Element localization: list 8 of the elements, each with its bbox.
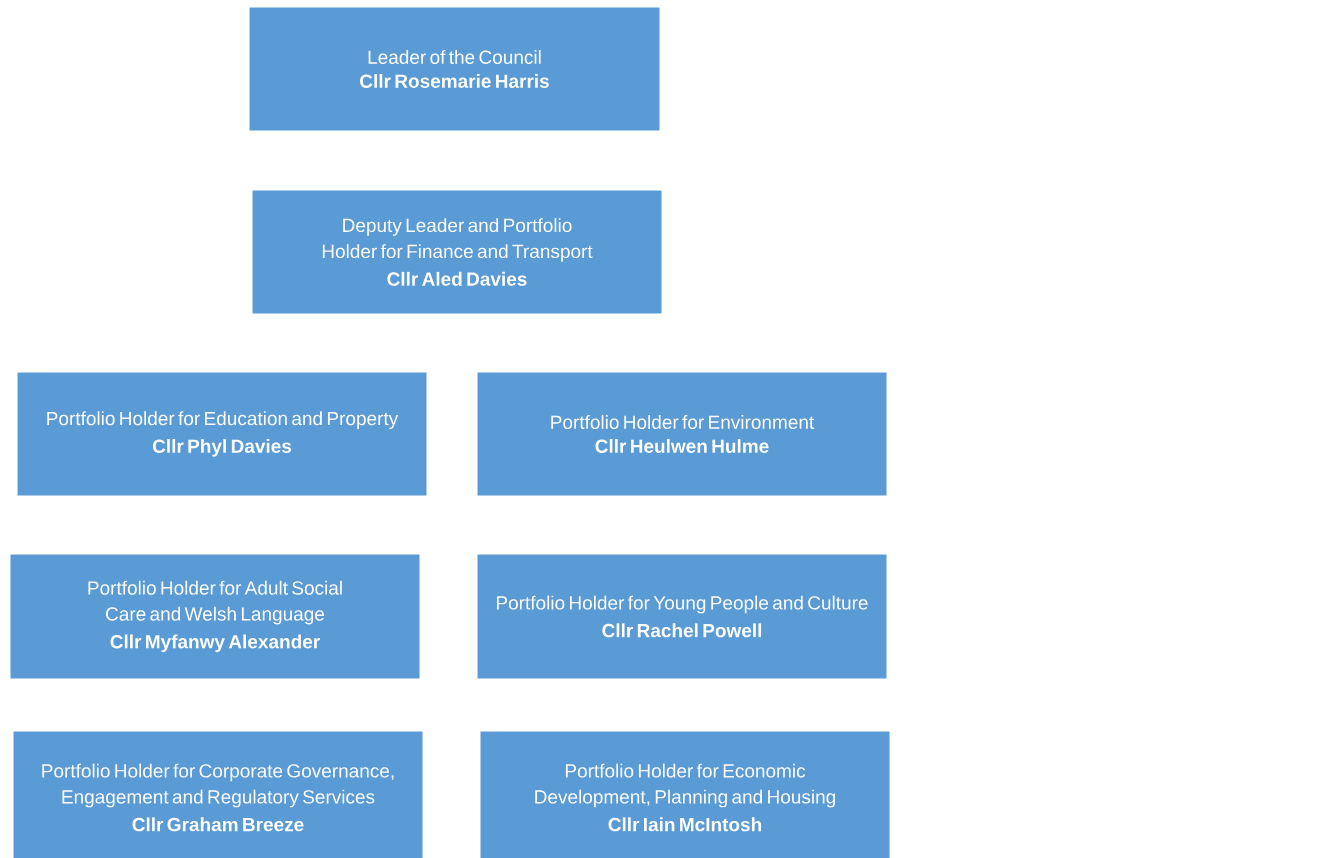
portfolio-box: Portfolio Holder for Young People and Culture Cllr Rachel Powell (476, 553, 888, 680)
portfolio-box: Deputy Leader and Portfolio Holder for Finance and Transport Cllr Aled Davies (251, 189, 663, 315)
portfolio-box: Portfolio Holder for Economic Development, Planning and Housing Cllr Iain McIntosh (479, 730, 891, 858)
portfolio-box: Leader of the Council Cllr Rosemarie Harris (248, 6, 661, 132)
portfolio-box: Portfolio Holder for Adult Social Care and Welsh Language Cllr Myfanwy Alexander (9, 553, 421, 680)
portfolio-box: Portfolio Holder for Education and Property Cllr Phyl Davies (16, 371, 428, 497)
portfolio-box: Portfolio Holder for Environment Cllr Heulwen Hulme (476, 371, 888, 497)
portfolio-box: Portfolio Holder for Corporate Governance, Engagement and Regulatory Services Cllr Graham Breeze (12, 730, 424, 858)
